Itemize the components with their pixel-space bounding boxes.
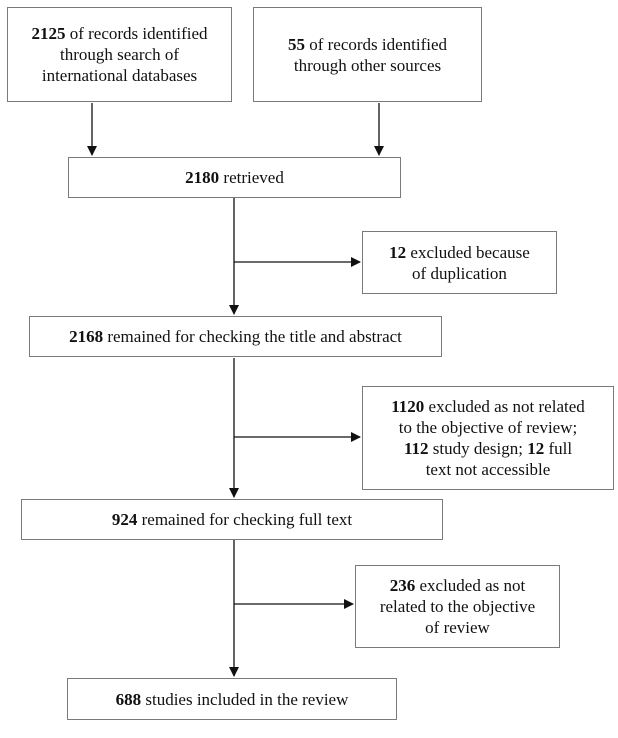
count-not-accessible: 12 — [527, 439, 545, 458]
text-database-line3: international databases — [41, 66, 198, 85]
count-study-design: 112 — [403, 439, 429, 458]
text-other-line1: of records identified — [304, 34, 448, 54]
text-excluded-objective-line2: to the objective of review; — [398, 418, 578, 437]
text-excluded-objective-line1: excluded as not related — [424, 397, 585, 416]
count-remained-title: 2168 — [69, 327, 104, 346]
box-other-sources: 55 of records identified through other s… — [253, 7, 482, 102]
text-excluded-fulltext-line1: excluded as not — [415, 576, 526, 595]
text-database-line1: of records identified — [65, 24, 208, 43]
text-excluded-fulltext-line2: related to the objective — [379, 597, 536, 616]
box-database-records: 2125 of records identified through searc… — [7, 7, 232, 102]
box-included: 688 studies included in the review — [67, 678, 397, 720]
box-excluded-objective: 1120 excluded as not related to the obje… — [362, 386, 614, 490]
box-excluded-full-text: 236 excluded as not related to the objec… — [355, 565, 560, 648]
count-excluded-objective: 1120 — [391, 397, 425, 416]
count-remained-fulltext: 924 — [111, 510, 138, 529]
box-remained-title-abstract: 2168 remained for checking the title and… — [29, 316, 442, 357]
box-excluded-duplication: 12 excluded because of duplication — [362, 231, 557, 294]
count-database: 2125 — [31, 24, 66, 43]
text-retrieved: retrieved — [219, 168, 284, 187]
box-retrieved: 2180 retrieved — [68, 157, 401, 198]
text-excluded-fulltext-line3: of review — [425, 618, 490, 637]
text-remained-title: remained for checking the title and abst… — [103, 327, 402, 346]
count-excluded-duplication: 12 — [389, 242, 407, 262]
text-other-line2: through other sources — [293, 55, 442, 75]
text-excluded-objective-line4: text not accessible — [425, 460, 551, 479]
text-excluded-duplication-line2: of duplication — [412, 263, 507, 283]
text-excluded-duplication-line1: excluded because — [406, 242, 530, 262]
count-excluded-fulltext: 236 — [389, 576, 416, 595]
text-full: full — [544, 439, 573, 458]
text-included: studies included in the review — [141, 689, 349, 709]
box-remained-full-text: 924 remained for checking full text — [21, 499, 443, 540]
text-study-design: study design; — [428, 439, 528, 458]
count-included: 688 — [115, 689, 142, 709]
count-retrieved: 2180 — [185, 168, 220, 187]
count-other: 55 — [287, 34, 305, 54]
text-database-line2: through search of — [60, 45, 179, 64]
text-remained-fulltext: remained for checking full text — [137, 510, 353, 529]
